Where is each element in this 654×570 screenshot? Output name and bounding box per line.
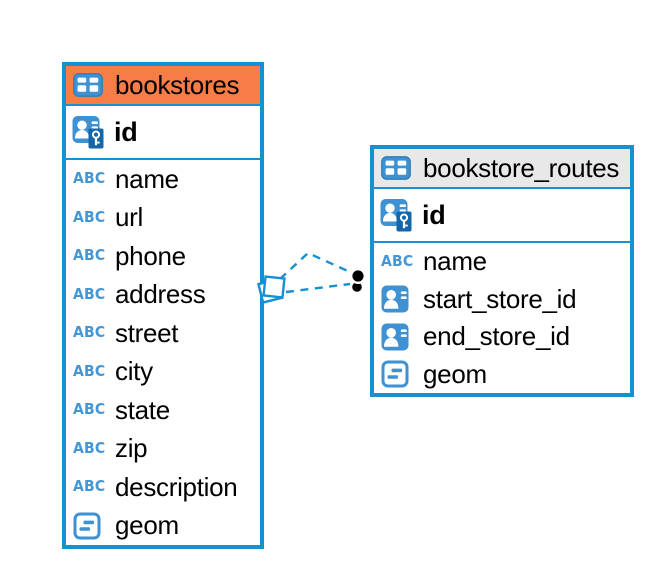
text-type-icon: ABC <box>73 209 106 227</box>
primary-key-icon <box>380 198 414 232</box>
relationship-dot-markers[interactable] <box>350 268 367 294</box>
foreign-key-person-icon <box>381 323 415 351</box>
column-name: name <box>423 246 487 277</box>
column-row-name[interactable]: ABC name <box>66 160 260 199</box>
column-row-state[interactable]: ABC state <box>66 391 260 430</box>
table-header-bookstore-routes[interactable]: bookstore_routes <box>374 149 630 189</box>
column-row-end-store-id[interactable]: end_store_id <box>374 318 630 356</box>
geometry-type-icon <box>73 512 107 540</box>
column-name: phone <box>115 240 186 271</box>
column-row-description[interactable]: ABC description <box>66 468 260 507</box>
column-name: zip <box>115 433 148 464</box>
column-row-address[interactable]: ABC address <box>66 276 260 315</box>
column-name: state <box>115 394 170 425</box>
column-name: address <box>115 279 206 310</box>
table-bookstores[interactable]: bookstores id ABC name <box>62 62 264 549</box>
text-type-icon: ABC <box>73 440 106 458</box>
column-name: geom <box>423 358 487 389</box>
foreign-key-person-icon <box>381 285 415 313</box>
text-type-icon: ABC <box>73 247 106 265</box>
column-row-geom[interactable]: geom <box>66 507 260 546</box>
column-name: start_store_id <box>423 283 577 314</box>
column-row-name[interactable]: ABC name <box>374 243 630 281</box>
text-type-icon: ABC <box>73 324 106 342</box>
column-row-zip[interactable]: ABC zip <box>66 430 260 469</box>
text-type-icon: ABC <box>73 170 106 188</box>
relationship-dot-lower[interactable] <box>350 280 364 294</box>
column-name: name <box>115 163 179 194</box>
relationship-line[interactable] <box>279 251 351 280</box>
table-title: bookstore_routes <box>423 152 620 183</box>
pk-column-name: id <box>114 116 138 147</box>
column-name: url <box>115 202 143 233</box>
pk-row-routes-id[interactable]: id <box>374 189 630 243</box>
text-type-icon: ABC <box>73 286 106 304</box>
relationship-line-upper[interactable] <box>279 251 351 280</box>
column-row-city[interactable]: ABC city <box>66 353 260 392</box>
column-row-phone[interactable]: ABC phone <box>66 237 260 276</box>
text-type-icon: ABC <box>73 401 106 419</box>
column-name: end_store_id <box>423 321 570 352</box>
text-type-icon: ABC <box>381 253 414 271</box>
column-name: description <box>115 471 238 502</box>
pk-column-name: id <box>422 199 446 230</box>
relationship-line-lower[interactable] <box>285 282 351 294</box>
text-type-icon: ABC <box>73 363 106 381</box>
pk-row-bookstores-id[interactable]: id <box>66 106 260 160</box>
column-name: city <box>115 356 153 387</box>
column-name: geom <box>115 510 179 541</box>
table-header-bookstores[interactable]: bookstores <box>66 66 260 106</box>
column-row-start-store-id[interactable]: start_store_id <box>374 281 630 319</box>
column-row-url[interactable]: ABC url <box>66 199 260 238</box>
table-icon <box>381 156 415 180</box>
table-title: bookstores <box>115 69 240 100</box>
column-name: street <box>115 317 179 348</box>
relationship-line[interactable] <box>285 282 351 294</box>
relationship-dot-upper[interactable] <box>350 268 367 285</box>
primary-key-icon <box>72 115 106 149</box>
column-row-geom[interactable]: geom <box>374 356 630 394</box>
column-row-street[interactable]: ABC street <box>66 314 260 353</box>
table-icon <box>73 73 107 97</box>
text-type-icon: ABC <box>73 478 106 496</box>
geometry-type-icon <box>381 360 415 388</box>
table-bookstore-routes[interactable]: bookstore_routes id ABC name <box>370 145 634 397</box>
